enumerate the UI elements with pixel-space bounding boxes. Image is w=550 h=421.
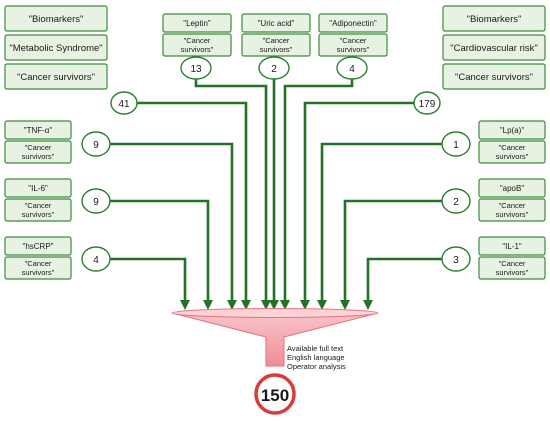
filter-item: Available full text [287, 344, 344, 353]
arrow-leptin [194, 79, 268, 302]
left-search-group: "Biomarkers" "Metabolic Syndrome" "Cance… [4, 5, 138, 115]
filter-item: Operator analysis [287, 362, 346, 371]
flow-arrows [110, 79, 442, 310]
query-term: "Adiponectin" [329, 19, 377, 28]
left-group-term: "Cancer survivors" [17, 72, 95, 83]
arrow-left-group [136, 101, 248, 302]
right-group-term: "Cancer survivors" [455, 72, 533, 83]
query-term: "IL-1" [502, 242, 522, 251]
filter-item: English language [287, 353, 345, 362]
left-group-count: 41 [118, 99, 130, 110]
arrow-il-6 [110, 199, 210, 302]
total-count: 150 [261, 386, 289, 405]
total-result: 150 [254, 373, 296, 415]
filter-criteria: Available full text English language Ope… [287, 344, 346, 371]
arrow-il-1 [366, 257, 442, 302]
right-group-term: "Cardiovascular risk" [450, 43, 538, 54]
query-count: 13 [190, 64, 202, 75]
query-term: "TNF-α" [24, 126, 53, 135]
arrow-tnf-alpha [110, 142, 234, 302]
query-count: 4 [93, 255, 99, 266]
query-term: "Leptin" [183, 19, 211, 28]
right-search-group: "Biomarkers" "Cardiovascular risk" "Canc… [413, 5, 546, 115]
right-group-count: 179 [419, 99, 436, 110]
arrow-right-group [303, 101, 415, 302]
query-count: 9 [93, 197, 99, 208]
query-count: 2 [271, 64, 277, 75]
query-count: 3 [453, 255, 459, 266]
query-count: 4 [349, 64, 355, 75]
query-count: 9 [93, 140, 99, 151]
query-term: "IL-6" [28, 184, 48, 193]
arrow-adiponectin [283, 79, 354, 302]
arrow-lp-a [320, 142, 442, 302]
query-term: "Lp(a)" [500, 126, 525, 135]
query-term: "hsCRP" [22, 242, 53, 251]
query-count: 2 [453, 197, 459, 208]
arrow-apob [343, 199, 442, 302]
arrow-hscrp [110, 257, 187, 302]
right-group-term: "Biomarkers" [467, 14, 522, 25]
left-group-term: "Biomarkers" [29, 14, 84, 25]
query-term: "apoB" [500, 184, 525, 193]
query-count: 1 [453, 140, 459, 151]
query-term: "Uric acid" [258, 19, 295, 28]
funnel [171, 308, 379, 367]
left-group-term: "Metabolic Syndrome" [9, 43, 102, 54]
